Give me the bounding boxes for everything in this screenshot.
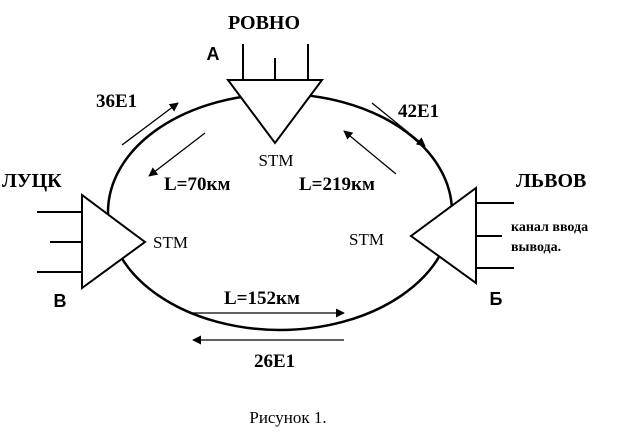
traffic-label-42e1: 42E1 [398,101,439,122]
length-label-152km: L=152км [224,288,300,309]
lviv-stm-multiplexer [409,186,477,285]
traffic-label-26e1: 26E1 [254,351,295,372]
traffic-arrow-42e1 [371,102,426,147]
link-lutsk-lviv: L=152км 26E1 [190,288,345,372]
lutsk-letter-label: В [54,291,67,311]
rovno-letter-label: А [207,44,220,64]
link-rovno-lutsk: 36E1 L=70км [96,91,230,195]
lviv-city-label: ЛЬВОВ [516,170,586,192]
lutsk-city-label: ЛУЦК [2,170,62,192]
channel-note-line-2: вывода. [511,240,561,255]
lutsk-stm-multiplexer [81,193,147,290]
channel-note-line-1: канал ввода [511,220,588,235]
node-lutsk: ЛУЦК В STM [2,170,188,311]
length-label-70km: L=70км [164,174,230,195]
traffic-arrow-36e1 [121,102,179,146]
link-rovno-lviv: 42E1 L=219км [299,101,439,195]
length-arrow-219km [343,130,397,175]
lutsk-stm-label: STM [153,233,188,252]
node-lviv: ЛЬВОВ Б STM канал ввода вывода. [349,170,588,309]
length-arrow-70km [148,132,206,177]
rovno-stm-multiplexer [226,79,324,145]
lviv-stm-label: STM [349,230,384,249]
lviv-letter-label: Б [490,289,503,309]
rovno-stm-label: STM [259,151,294,170]
figure-caption: Рисунок 1. [249,408,326,427]
traffic-label-36e1: 36E1 [96,91,137,112]
node-rovno: РОВНО А STM [207,12,324,170]
length-label-219km: L=219км [299,174,375,195]
rovno-city-label: РОВНО [228,12,300,34]
